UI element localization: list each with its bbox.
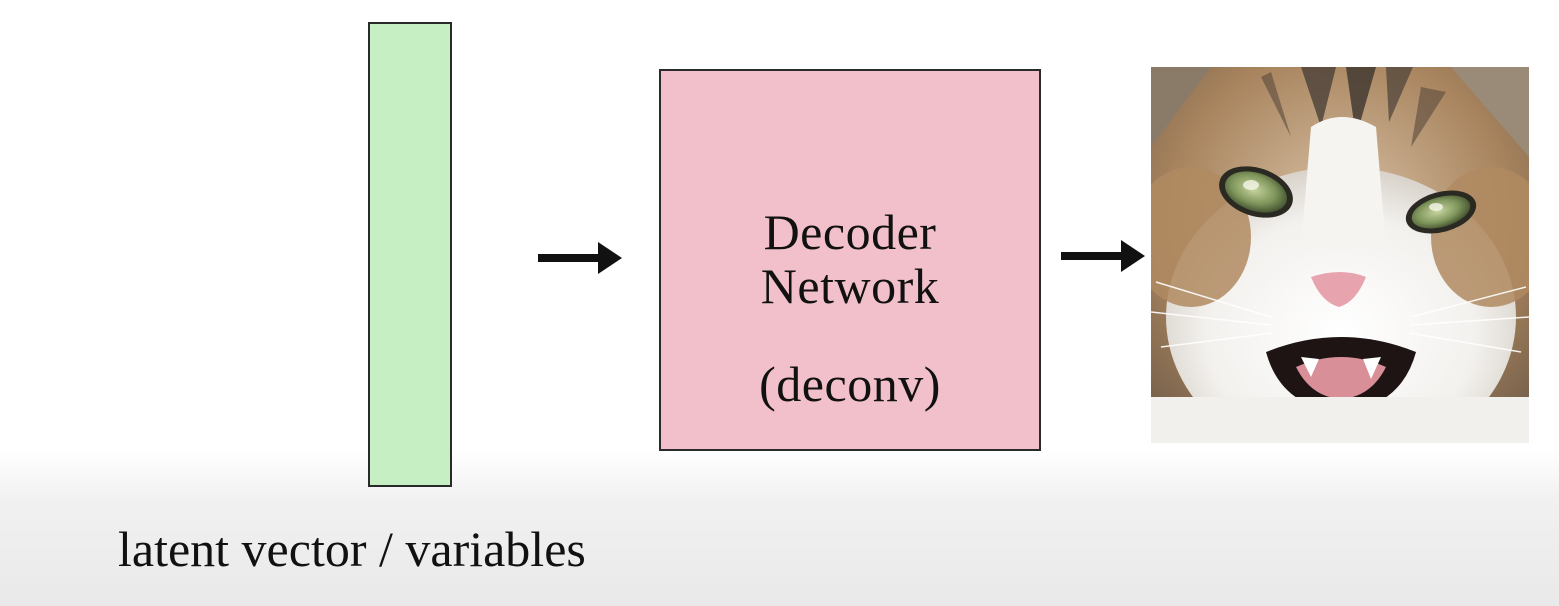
decoder-title: Decoder (763, 204, 937, 260)
latent-vector-label: latent vector / variables (118, 521, 586, 577)
decoder-subtitle: Network (760, 258, 940, 314)
arrow-decoder-to-image (1061, 236, 1147, 276)
decoder-network-box: Decoder Network (deconv) (659, 69, 1041, 451)
arrow-icon (1061, 240, 1145, 272)
cat-photo-icon (1151, 67, 1529, 443)
decoder-type-label: (deconv) (759, 356, 941, 412)
arrow-icon (538, 242, 622, 274)
generated-cat-image (1151, 67, 1529, 443)
latent-vector-bar (368, 22, 452, 487)
arrow-latent-to-decoder (538, 238, 624, 278)
